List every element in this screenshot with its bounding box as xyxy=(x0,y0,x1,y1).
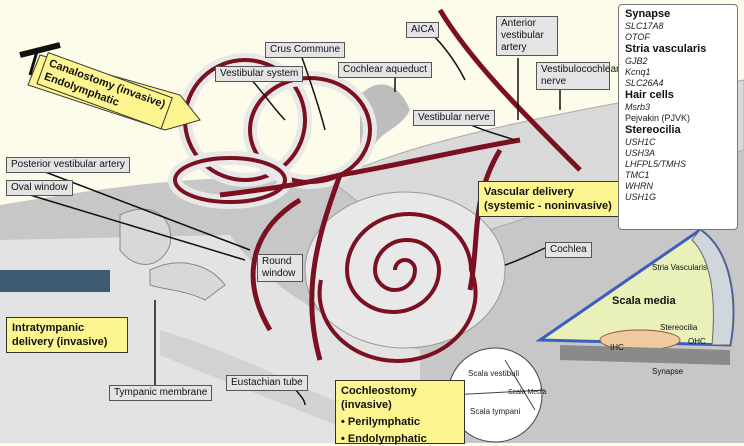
scala-media-label: Scala media xyxy=(612,295,676,307)
gene-item: OTOF xyxy=(625,32,650,42)
vascular-line1: Vascular delivery xyxy=(484,186,574,198)
intratympanic-line2: delivery (invasive) xyxy=(12,336,108,348)
oval-window-label: Oval window xyxy=(6,180,73,196)
vestibular-system-label: Vestibular system xyxy=(215,66,304,82)
gene-group-heading: Hair cells xyxy=(625,89,674,101)
cochleostomy-box: Cochleostomy (invasive) • Perilymphatic … xyxy=(335,380,465,445)
scala-media-small-label: Scala Media xyxy=(508,389,547,396)
cochlea-spiral xyxy=(304,191,506,363)
round-window-label: Round window xyxy=(257,254,303,282)
gene-item: Pejvakin (PJVK) xyxy=(625,113,691,123)
cochlea-label: Cochlea xyxy=(545,242,592,258)
gene-item: USH3A xyxy=(625,148,656,158)
blood-vessels xyxy=(219,8,582,361)
gene-item: SLC26A4 xyxy=(625,78,664,88)
gene-item: TMC1 xyxy=(625,170,650,180)
duct-cross-section xyxy=(447,347,546,443)
vascular-delivery-box: Vascular delivery (systemic - noninvasiv… xyxy=(478,181,628,217)
gene-item: Kcnq1 xyxy=(625,67,651,77)
stria-vascularis-label: Stria Vascularis xyxy=(652,263,707,272)
external-canal xyxy=(0,270,110,292)
vestibular-nerve-label: Vestibular nerve xyxy=(413,110,495,126)
intratympanic-box: Intratympanic delivery (invasive) xyxy=(6,317,128,353)
vestibulocochlear-nerve-label: Vestibulocochlear nerve xyxy=(536,62,619,90)
intratympanic-line1: Intratympanic xyxy=(12,322,85,334)
synapse-label: Synapse xyxy=(652,367,684,376)
vascular-line2: (systemic - noninvasive) xyxy=(484,200,612,212)
stereocilia-label: Stereocilia xyxy=(660,323,698,332)
cochleostomy-item1: • Perilymphatic xyxy=(341,416,421,428)
gene-group-heading: Synapse xyxy=(625,8,671,20)
tympanic-membrane-label: Tympanic membrane xyxy=(109,385,213,401)
cochleostomy-item2: • Endolymphatic xyxy=(341,433,427,445)
aica-label: AICA xyxy=(406,22,440,38)
ohc-label: OHC xyxy=(688,337,706,346)
posterior-vestibular-artery-label: Posterior vestibular artery xyxy=(6,157,130,173)
gene-group-heading: Stereocilia xyxy=(625,124,681,136)
gene-item: Msrb3 xyxy=(625,102,651,112)
gene-item: LHFPL5/TMHS xyxy=(625,159,687,169)
cochleostomy-title: Cochleostomy (invasive) xyxy=(341,385,417,411)
cochlear-aqueduct-label: Cochlear aqueduct xyxy=(338,62,432,78)
organ-of-corti xyxy=(535,228,735,365)
gene-item: USH1G xyxy=(625,192,657,202)
ossicles xyxy=(119,208,226,301)
ihc-label: IHC xyxy=(610,343,624,352)
gene-item: SLC17A8 xyxy=(625,21,664,31)
gene-group-heading: Stria vascularis xyxy=(625,43,707,55)
gene-item: GJB2 xyxy=(625,56,648,66)
crus-commune-label: Crus Commune xyxy=(265,42,346,58)
scala-vestibuli-label: Scala vestibuli xyxy=(468,369,519,378)
gene-item: WHRN xyxy=(625,181,653,191)
anterior-vestibular-artery-label: Anterior vestibular artery xyxy=(496,16,558,56)
scala-tympani-label: Scala tympani xyxy=(470,407,520,416)
gene-item: USH1C xyxy=(625,137,656,147)
eustachian-tube-label: Eustachian tube xyxy=(226,375,308,391)
